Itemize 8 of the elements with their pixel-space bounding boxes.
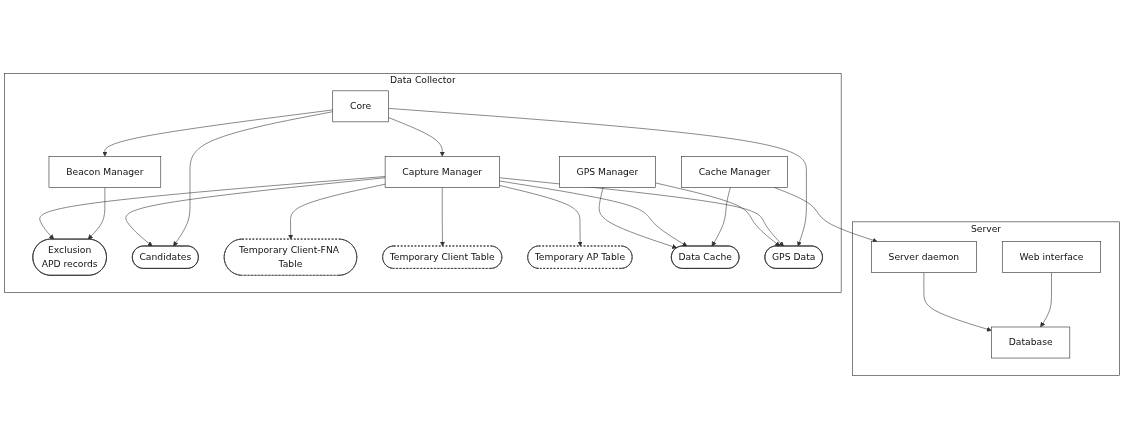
node-box: Database <box>991 326 1071 358</box>
node-box: GPS Manager <box>559 155 656 188</box>
node-box: Server daemon <box>871 240 977 273</box>
node-box: Capture Manager <box>384 155 500 188</box>
node-box: Beacon Manager <box>48 155 162 188</box>
node-box: Web interface <box>1001 240 1101 273</box>
node-box: Cache Manager <box>681 155 788 188</box>
node-box: Core <box>332 90 389 122</box>
